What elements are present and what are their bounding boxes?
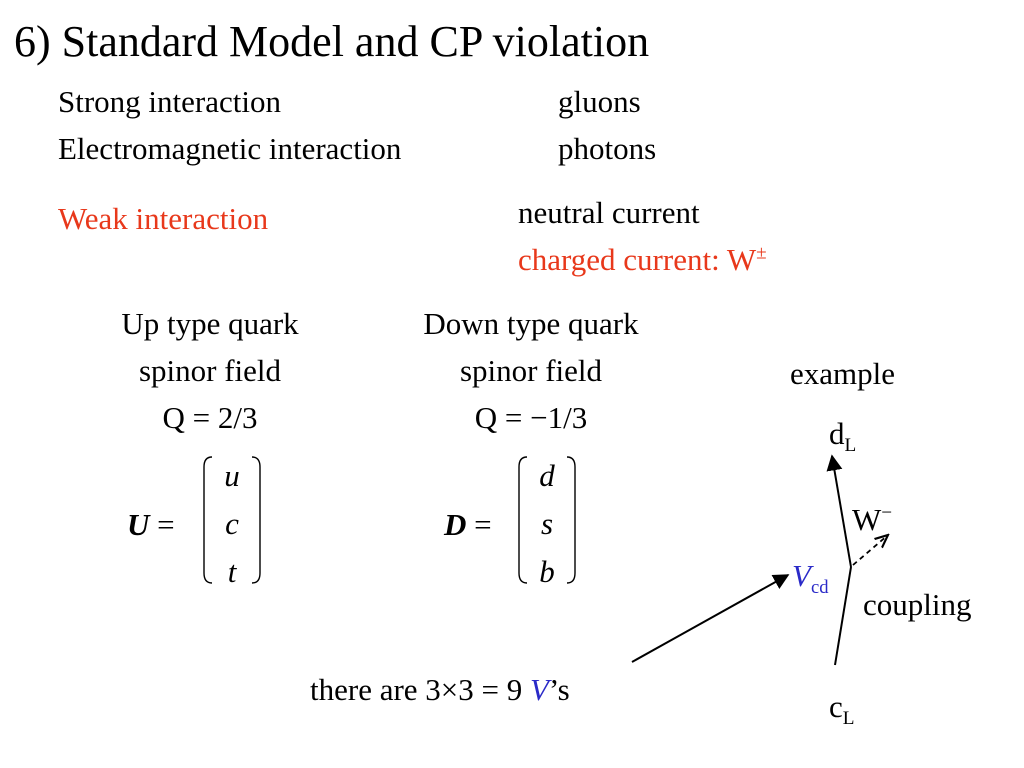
down-field-equation: D = <box>444 507 492 542</box>
charged-current-label: charged current: W± <box>518 242 767 277</box>
down-vector-right-bracket <box>566 456 576 584</box>
up-component-u: u <box>224 458 240 493</box>
d-quark-arrow <box>826 454 852 568</box>
up-component-t: t <box>227 554 237 589</box>
slide-title: 6) Standard Model and CP violation <box>14 17 650 66</box>
down-component-d: d <box>539 458 555 493</box>
up-quark-vector: u c t <box>202 452 262 596</box>
gluons-label: gluons <box>558 84 641 119</box>
up-component-c: c <box>225 506 239 541</box>
coupling-label: coupling <box>863 587 972 622</box>
neutral-current-label: neutral current <box>518 195 700 230</box>
w-boson-arrow <box>852 535 888 566</box>
c-quark-line <box>834 566 852 666</box>
up-field-equation: U = <box>127 507 175 542</box>
example-label: example <box>790 356 896 391</box>
note-pointer-arrow <box>631 574 790 663</box>
em-interaction-label: Electromagnetic interaction <box>58 131 402 166</box>
down-component-s: s <box>540 506 554 541</box>
weak-interaction-label: Weak interaction <box>58 201 269 236</box>
down-vector-left-bracket <box>518 456 528 584</box>
down-component-b: b <box>539 554 555 589</box>
down-quark-heading: Down type quark spinor field Q = −1/3 <box>423 306 639 435</box>
ckm-count-note: there are 3×3 = 9 V’s <box>310 672 570 707</box>
up-quark-heading: Up type quark spinor field Q = 2/3 <box>121 306 299 435</box>
photons-label: photons <box>558 131 657 166</box>
ckm-element-label: Vcd <box>792 558 829 599</box>
strong-interaction-label: Strong interaction <box>58 84 281 119</box>
d-quark-label: dL <box>829 416 857 457</box>
down-quark-vector: d s b <box>517 452 577 596</box>
w-boson-label: W− <box>852 502 893 537</box>
up-vector-left-bracket <box>203 456 213 584</box>
c-quark-label: cL <box>829 689 855 730</box>
up-vector-right-bracket <box>251 456 261 584</box>
